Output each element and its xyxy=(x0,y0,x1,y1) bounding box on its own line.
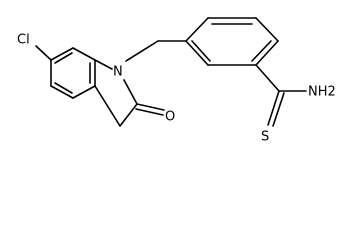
bond xyxy=(185,17,209,42)
bond xyxy=(191,40,211,62)
bond xyxy=(251,40,272,62)
chemical-structure: Cl N O NH2 S xyxy=(17,17,336,145)
bond xyxy=(94,85,121,127)
bond xyxy=(255,64,280,92)
bond xyxy=(267,90,280,126)
oxygen-label: O xyxy=(165,110,175,125)
bond xyxy=(50,85,74,99)
bond xyxy=(72,85,96,99)
bonds xyxy=(35,17,307,127)
bond xyxy=(72,47,96,61)
bond xyxy=(54,52,73,64)
bond xyxy=(119,103,138,127)
bond xyxy=(272,92,285,127)
chlorine-label: Cl xyxy=(17,33,30,48)
bond xyxy=(135,108,164,116)
atom-labels: Cl N O NH2 S xyxy=(17,33,336,145)
bond xyxy=(125,40,159,62)
bond xyxy=(255,40,279,66)
sulfur-label: S xyxy=(261,130,269,145)
bond xyxy=(94,59,113,70)
bond xyxy=(255,17,279,42)
bond xyxy=(35,45,52,61)
bond xyxy=(50,47,74,61)
bond xyxy=(54,82,73,94)
bond xyxy=(123,79,138,105)
amine-label: NH2 xyxy=(308,85,336,100)
nitrogen-label: N xyxy=(113,65,123,80)
bond xyxy=(185,40,209,66)
bond xyxy=(136,103,165,111)
